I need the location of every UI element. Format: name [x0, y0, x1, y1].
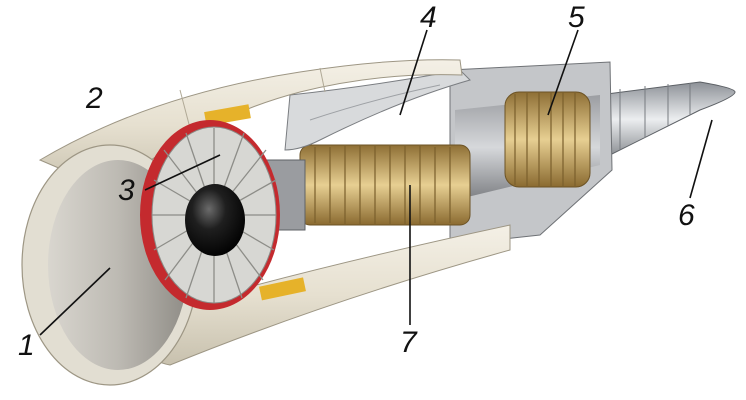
label-6: 6 [678, 199, 695, 232]
leader-lines [39, 29, 713, 336]
lower-nacelle [129, 224, 511, 366]
label-4: 4 [420, 1, 437, 34]
label-2: 2 [85, 82, 103, 115]
labels: 1 2 3 4 5 6 7 [18, 1, 695, 362]
label-5: 5 [568, 1, 585, 34]
bypass-duct [284, 69, 471, 151]
leader-3 [144, 154, 221, 191]
label-3: 3 [118, 174, 135, 207]
label-7: 7 [400, 326, 418, 359]
leader-6 [689, 119, 713, 199]
compressor-section [264, 144, 471, 231]
turbine-section [504, 91, 591, 188]
leader-5 [547, 29, 579, 116]
label-1: 1 [18, 329, 35, 362]
leader-4 [399, 29, 428, 116]
fan-assembly [140, 120, 280, 310]
spinner [185, 184, 245, 256]
leader-1 [39, 267, 111, 336]
